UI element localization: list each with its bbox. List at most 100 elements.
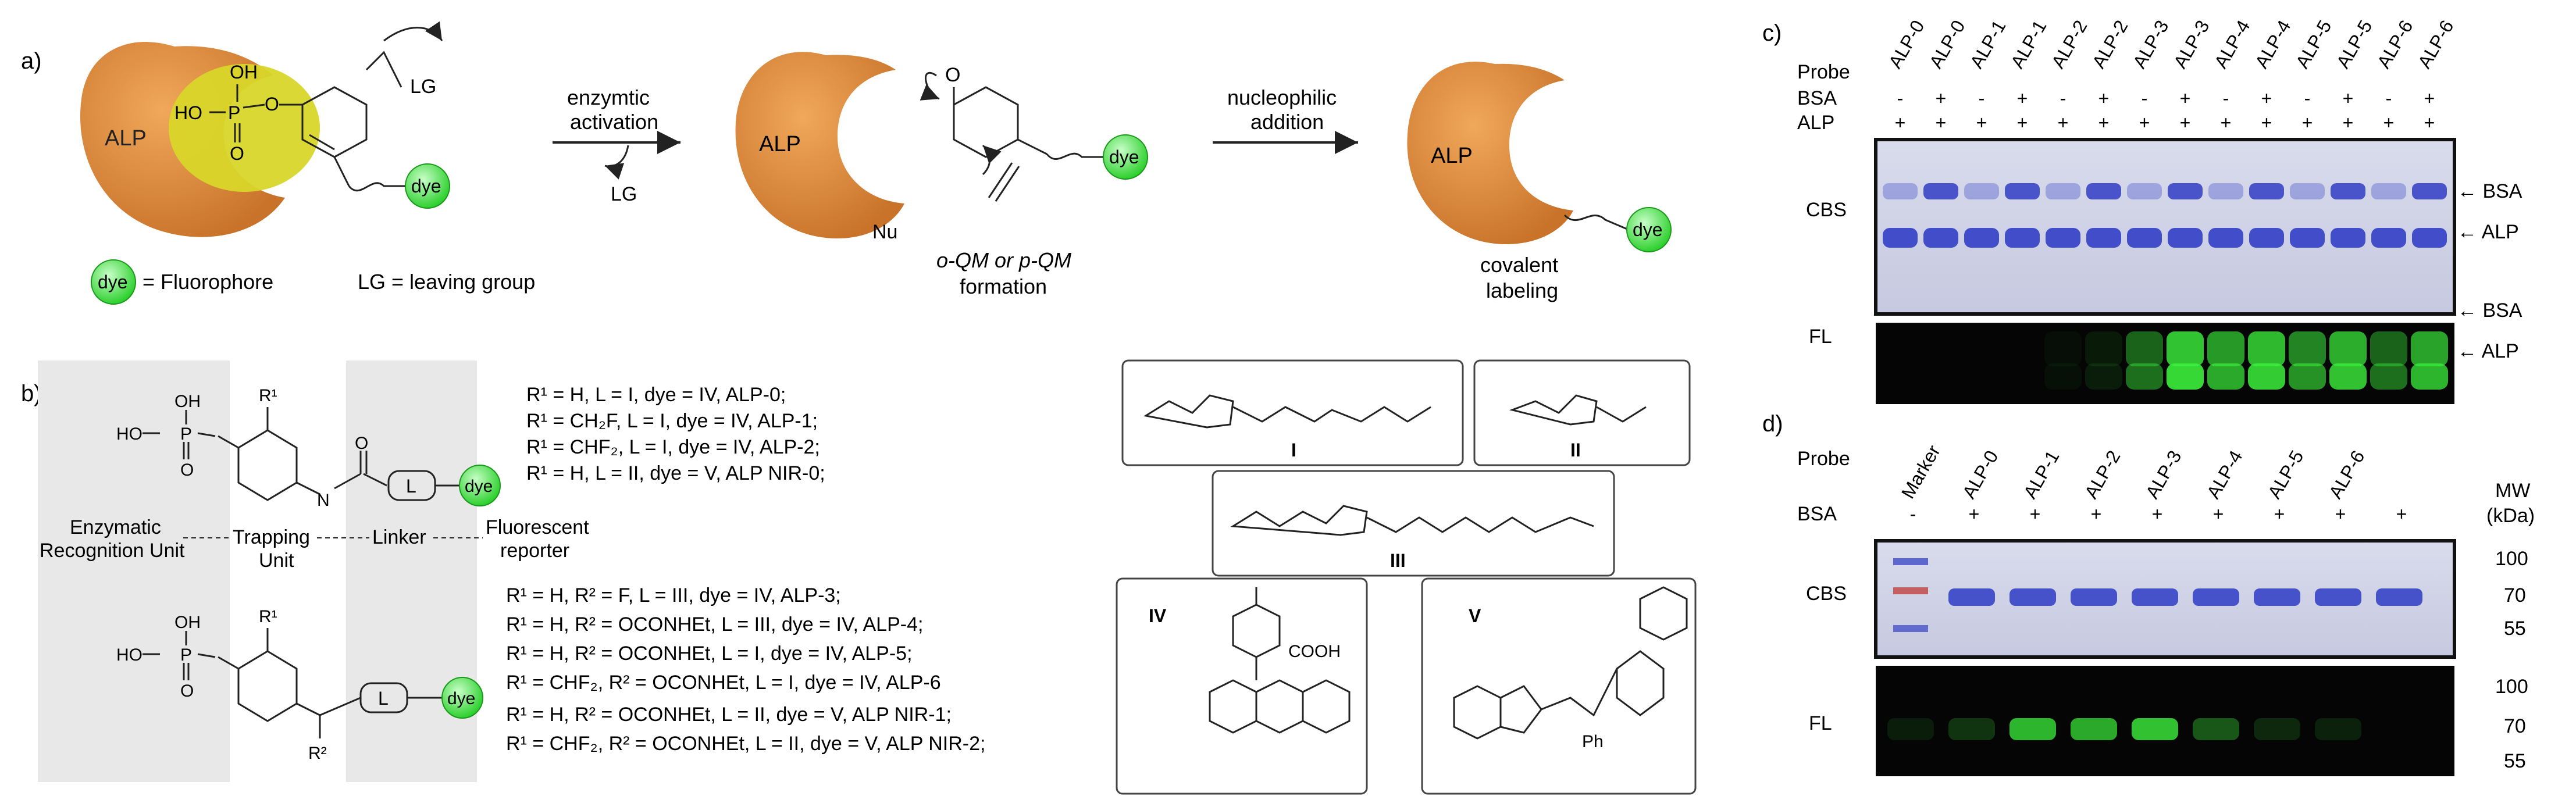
c-arrow-alp-text: ALP [2482,221,2519,243]
c-fl-band-alp [2167,363,2204,390]
c-fl-band-bsa [2126,331,2163,366]
c-bsa-sign: + [2424,88,2435,109]
c-cbs-band-alp [2086,228,2121,248]
box-I-label: I [1291,440,1296,461]
c-bsa-sign: + [2098,88,2110,109]
c-cbs-bands [1883,183,2447,248]
b-ho-1: HO [116,424,142,444]
c-cbs-band-bsa [1964,183,1999,199]
c-alp-sign: + [2221,112,2232,133]
c-cbs-band-bsa [2086,183,2121,199]
mw-title-1: MW [2495,480,2530,502]
mw-fl-70: 70 [2504,715,2526,737]
box-V-label: V [1469,605,1481,626]
o-text-2: O [265,94,279,115]
c-alp-sign: + [2424,112,2435,133]
unit-trapping-1: Trapping [233,526,310,548]
alp-enzyme-2 [735,52,904,238]
d-fl-band [2254,718,2300,740]
c-fl-band-alp [2370,363,2407,390]
c-alp-sign: + [2261,112,2272,133]
c-lane-label: ALP-4 [2251,16,2295,72]
step1-line2: activation [570,110,658,134]
c-bsa-sign: + [2017,88,2028,109]
c-fl-band-bsa [2248,331,2285,366]
c-alp-sign: + [1936,112,1947,133]
dye-circle-3 [1626,207,1672,252]
legend-dye-circle [91,259,136,305]
b-p-1: P [180,424,192,444]
c-cbs-band-bsa [2168,183,2203,199]
linker-unit-bg [346,361,477,782]
c-cbs-band-alp [2168,228,2203,248]
d-cbs-band [2132,588,2178,606]
mw-cbs-100: 100 [2495,548,2528,570]
c-bsa-sign: - [1979,88,1985,109]
alp-enzyme-3 [1407,62,1573,244]
d-cbs-band [2071,588,2117,606]
c-alp-sign: + [2098,112,2110,133]
c-fl-band-alp [2085,363,2122,390]
enzymatic-unit-bg [38,361,230,782]
def-bot-5: R¹ = CHF₂, R² = OCONHEt, L = II, dye = V… [506,733,985,755]
covalent-line2: labeling [1486,279,1558,302]
c-fl-band-alp [2329,363,2367,390]
d-bsa-sign: - [1910,504,1916,524]
d-cbs-band [2315,588,2361,606]
d-bsa-sign: + [2030,504,2041,524]
box-IV-label: IV [1149,605,1167,626]
def-bot-3: R¹ = CHF₂, R² = OCONHEt, L = I, dye = IV… [506,672,941,694]
d-fl-band [2132,718,2178,740]
c-cbs-band-bsa [2249,183,2284,199]
c-bsa-sign: + [2261,88,2272,109]
c-fl-band-alp [2289,363,2326,390]
c-fl-arrow-bsa-text: BSA [2482,299,2522,322]
c-alp-sign: + [2383,112,2395,133]
def-bot-4: R¹ = H, R² = OCONHEt, L = II, dye = V, A… [506,704,952,726]
step1-line1: enzymtic [567,85,650,109]
panel-c: c) Probe BSA ALP ALP-0-+ALP-0++ALP-1-+AL… [1762,16,2522,404]
c-lane-label: ALP-5 [2292,16,2336,72]
box-V [1421,577,1697,795]
cooh-text: COOH [1288,642,1341,661]
def-top-3: R¹ = H, L = II, dye = V, ALP NIR-0; [526,462,825,484]
d-cbs-band [2193,588,2239,606]
def-top-2: R¹ = CHF₂, L = I, dye = IV, ALP-2; [526,436,820,458]
d-cbs-band [2010,588,2056,606]
c-arrow-alp: ← ALP [2457,221,2519,243]
unit-enzymatic-1: Enzymatic [70,516,161,538]
d-fl-label: FL [1809,712,1832,734]
c-fl-band-bsa [2370,331,2407,366]
legend-fluor-text: = Fluorophore [142,270,273,294]
d-fl-band [2315,718,2361,740]
mw-fl-100: 100 [2495,676,2528,698]
step2-line2: addition [1250,110,1324,134]
step2-line1: nucleophilic [1227,85,1337,109]
c-bsa-sign: + [2343,88,2354,109]
dye-text-b1: dye [465,477,493,496]
c-cbs-band-bsa [1923,183,1958,199]
d-fl-bands [1887,718,2361,740]
bottom-definitions: R¹ = H, R² = F, L = III, dye = IV, ALP-3… [506,584,985,755]
d-bsa-sign: + [1969,504,1980,524]
box-I [1121,359,1464,466]
d-cbs-band [2376,588,2422,606]
c-lane-label: ALP-2 [2088,16,2132,72]
d-lane-label: ALP-4 [2203,447,2247,502]
c-cbs-band-alp [2412,228,2447,248]
c-bsa-sign: - [2304,88,2311,109]
c-fl-band-bsa [2207,331,2244,366]
box-II-label: II [1570,440,1581,461]
c-cbs-band-bsa [2371,183,2406,199]
c-lane-label: ALP-0 [1925,16,1969,72]
c-cbs-band-bsa [2046,183,2080,199]
qm-o-text: O [945,64,960,86]
nh-label: N [317,491,330,510]
d-cbs-band [1948,588,1995,606]
d-marker-band [1893,558,1928,565]
dye-circle-1 [405,163,450,209]
box-II [1473,359,1691,466]
panel-c-label: c) [1762,20,1782,46]
c-cbs-band-bsa [1883,183,1918,199]
unit-fluor-2: reporter [500,540,569,562]
